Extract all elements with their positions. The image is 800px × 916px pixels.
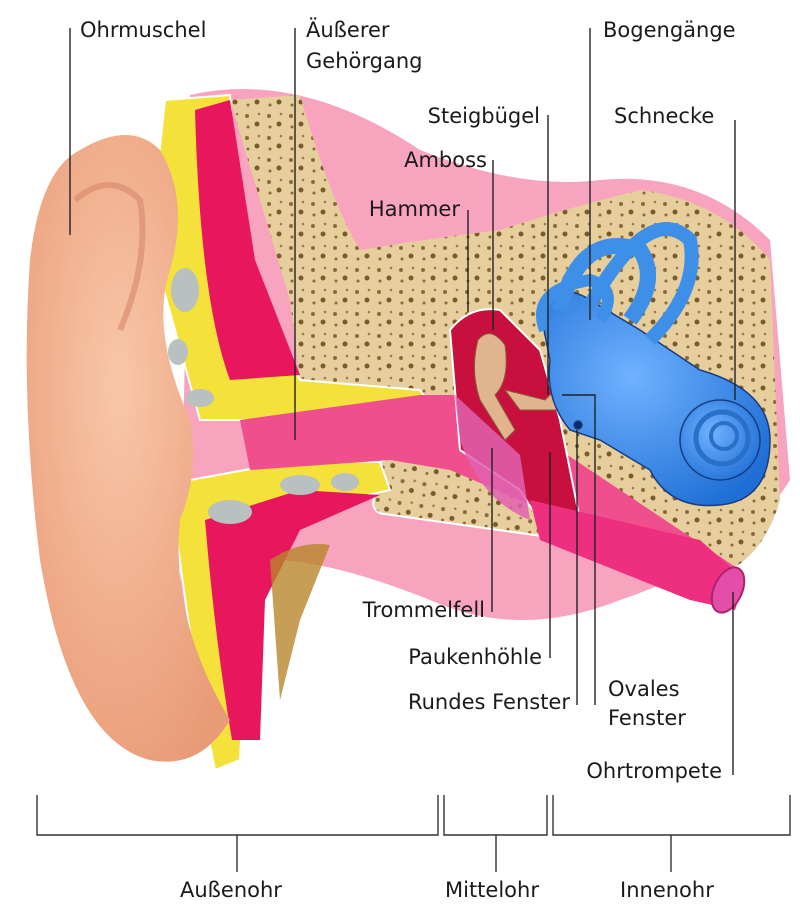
label-ovales-fenster-line2: Fenster	[608, 706, 686, 730]
label-gehoergang-line1: Äußerer	[306, 18, 390, 42]
label-ovales-fenster-line1: Ovales	[608, 677, 680, 701]
section-mittelohr: Mittelohr	[445, 878, 539, 902]
label-gehoergang-line2: Gehörgang	[306, 49, 423, 73]
label-rundes-fenster: Rundes Fenster	[407, 690, 570, 714]
label-trommelfell: Trommelfell	[362, 598, 485, 622]
label-ohrtrompete: Ohrtrompete	[586, 759, 722, 783]
label-bogengaenge: Bogengänge	[603, 18, 736, 42]
inner-ear	[536, 222, 771, 507]
label-paukenhoehle: Paukenhöhle	[408, 645, 542, 669]
section-aussenohr: Außenohr	[180, 878, 282, 902]
label-steigbuegel: Steigbügel	[427, 104, 540, 128]
section-brackets	[36, 795, 791, 872]
eustachian-tube	[530, 500, 745, 610]
section-innenohr: Innenohr	[620, 878, 714, 902]
label-hammer: Hammer	[368, 197, 460, 221]
label-ohrmuschel: Ohrmuschel	[80, 18, 207, 42]
ear-canal	[240, 395, 740, 610]
leader-lines	[69, 28, 736, 775]
label-amboss: Amboss	[404, 148, 487, 172]
label-schnecke: Schnecke	[614, 104, 715, 128]
auricle	[26, 135, 230, 762]
